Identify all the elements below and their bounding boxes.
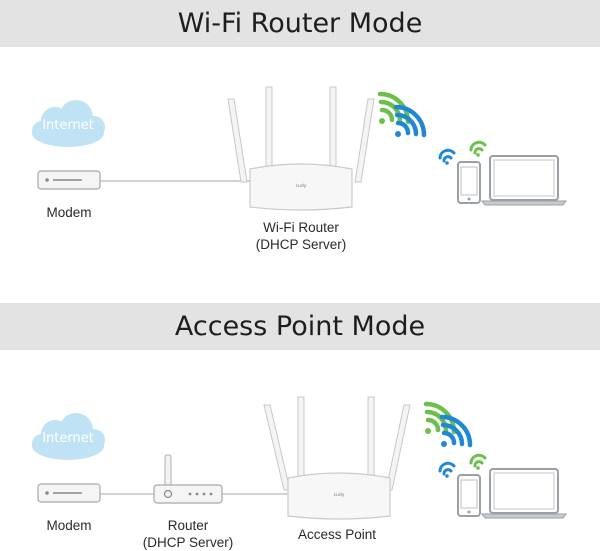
internet-label: Internet — [42, 118, 94, 133]
access-point-label: Access Point — [297, 527, 377, 542]
upstream-router-label-role: (DHCP Server) — [142, 535, 234, 550]
laptop-icon — [481, 155, 567, 206]
router-mode-diagram: cudy — [0, 47, 600, 303]
laptop-icon — [481, 468, 567, 519]
modem-label: Modem — [46, 205, 92, 220]
cloud-icon — [32, 100, 105, 147]
router-icon: cudy — [227, 86, 375, 211]
wifi-signal-icon — [438, 148, 456, 165]
ap-mode-graphics: cudy — [32, 396, 567, 520]
phone-icon — [457, 474, 481, 517]
router-mode-graphics: cudy — [32, 86, 567, 211]
router-label-name: Wi-Fi Router — [263, 220, 339, 235]
router-label-role: (DHCP Server) — [255, 237, 347, 252]
phone-icon — [457, 161, 481, 204]
modem-label: Modem — [46, 518, 92, 533]
modem-icon — [37, 483, 101, 503]
wifi-signal-icon — [423, 401, 473, 448]
wifi-signal-icon — [377, 91, 427, 138]
upstream-router-label-name: Router — [167, 518, 209, 533]
upstream-router-label: Router (DHCP Server) — [128, 517, 248, 551]
svg-text:cudy: cudy — [334, 492, 345, 498]
router-mode-title: Wi-Fi Router Mode — [0, 0, 600, 47]
ap-mode-diagram: cudy — [0, 350, 600, 551]
wifi-signal-icon — [469, 453, 487, 470]
internet-label: Internet — [42, 431, 94, 446]
ap-mode-title: Access Point Mode — [0, 303, 600, 350]
router-icon: cudy — [263, 396, 411, 520]
svg-text:cudy: cudy — [296, 183, 307, 189]
cloud-icon — [32, 413, 105, 460]
wifi-signal-icon — [469, 140, 487, 157]
router-label: Wi-Fi Router (DHCP Server) — [226, 219, 376, 253]
modem-icon — [37, 170, 101, 190]
router-icon — [153, 454, 223, 504]
wifi-signal-icon — [438, 461, 456, 478]
